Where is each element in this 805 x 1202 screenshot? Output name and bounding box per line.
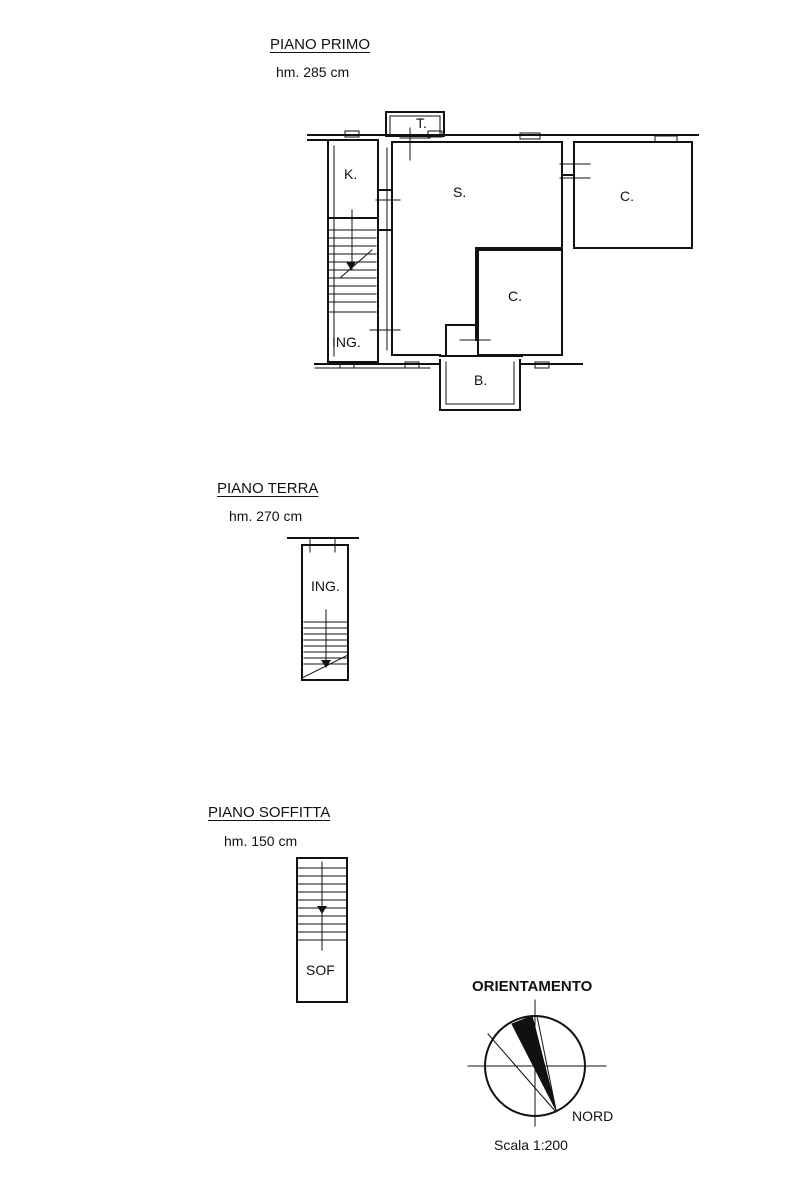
floor-height-soffitta: hm. 150 cm bbox=[224, 833, 298, 849]
plan-piano-soffitta bbox=[296, 857, 348, 1003]
floor-title-soffitta: PIANO SOFFITTA bbox=[208, 804, 331, 821]
room-label-c2: C. bbox=[508, 288, 522, 304]
north-arrow-icon bbox=[511, 1015, 557, 1111]
room-ing-terra-outline bbox=[301, 544, 349, 681]
room-c1-outline bbox=[573, 141, 693, 249]
stairs-primo bbox=[327, 209, 377, 313]
north-label: NORD bbox=[572, 1108, 614, 1124]
room-label-sof: SOF bbox=[306, 962, 335, 978]
orientation-title: ORIENTAMENTO bbox=[472, 978, 593, 995]
room-s-outline bbox=[391, 141, 441, 356]
room-label-b: B. bbox=[474, 372, 488, 388]
room-label-t: T. bbox=[416, 115, 427, 131]
floor-height-terra: hm. 270 cm bbox=[229, 508, 303, 524]
room-label-ing-terra: ING. bbox=[311, 578, 340, 594]
stairs-terra bbox=[301, 609, 349, 679]
plan-piano-terra bbox=[287, 537, 359, 681]
room-b-outline bbox=[439, 359, 521, 411]
floor-height-primo: hm. 285 cm bbox=[276, 64, 350, 80]
room-label-k: K. bbox=[344, 166, 358, 182]
scale-label: Scala 1:200 bbox=[494, 1137, 568, 1153]
floor-title-terra: PIANO TERRA bbox=[217, 480, 319, 497]
room-label-c1: C. bbox=[620, 188, 634, 204]
room-sof-outline bbox=[296, 857, 348, 1003]
room-label-ing-primo: ING. bbox=[332, 334, 361, 350]
room-label-s: S. bbox=[453, 184, 467, 200]
floor-title-primo: PIANO PRIMO bbox=[270, 36, 371, 53]
plan-piano-primo bbox=[307, 111, 699, 411]
compass-rose bbox=[467, 999, 607, 1127]
